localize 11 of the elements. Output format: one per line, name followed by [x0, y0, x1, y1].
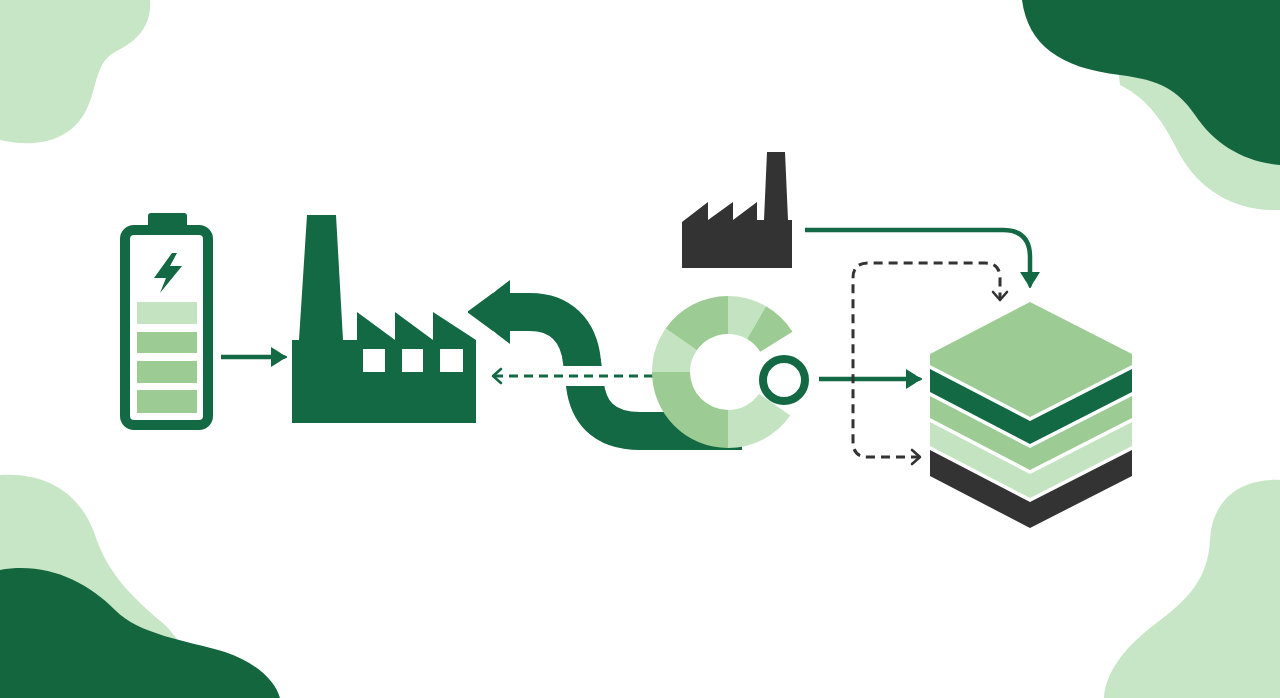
arrow [221, 347, 287, 367]
layer-stack-icon [930, 302, 1132, 528]
factory-icon [292, 215, 476, 423]
arrow [805, 227, 1040, 288]
segmented-ring-icon [652, 296, 793, 448]
arrow [819, 369, 922, 389]
curved-arrow [468, 280, 742, 450]
ring-icon [759, 355, 809, 405]
battery-icon [120, 213, 213, 430]
factory-icon [682, 152, 792, 268]
dashed-arrow [491, 367, 653, 385]
